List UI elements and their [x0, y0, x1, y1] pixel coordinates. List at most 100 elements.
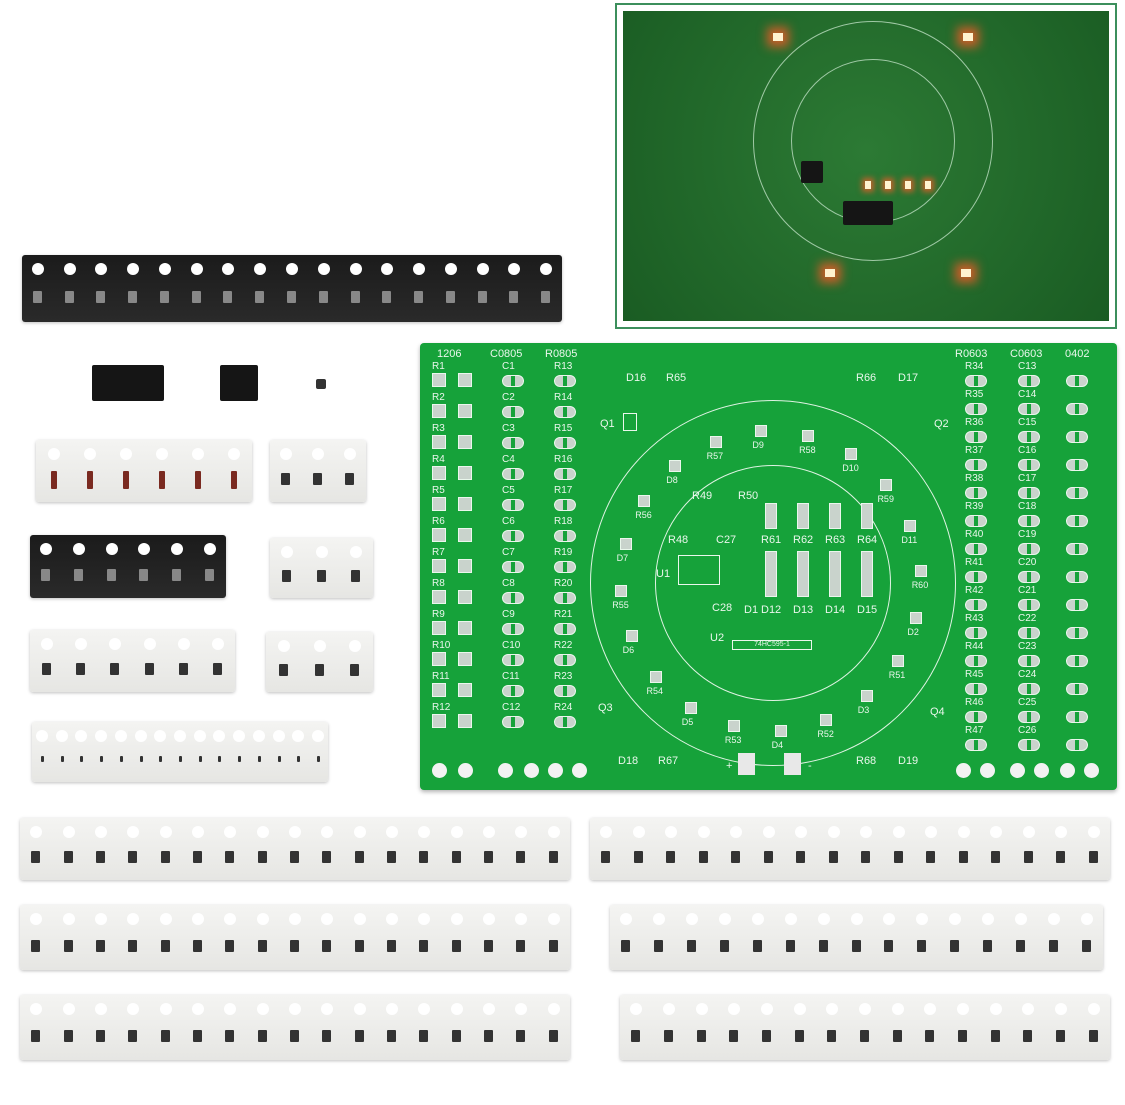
led-pad	[765, 551, 777, 597]
label-d18: D18	[618, 755, 639, 767]
sprocket-hole	[418, 826, 431, 838]
sprocket-hole	[289, 826, 301, 838]
sprocket-hole	[127, 826, 140, 838]
smd-part	[255, 290, 265, 303]
component-label: R21	[554, 609, 573, 620]
smd-part	[828, 851, 838, 863]
smd-part	[516, 1029, 526, 1042]
component-label: R8	[432, 578, 445, 589]
pad	[965, 375, 987, 387]
sprocket-hole	[353, 913, 366, 925]
component-label: C16	[1018, 445, 1037, 456]
sprocket-hole	[73, 543, 85, 555]
smd-part	[860, 1029, 869, 1042]
smd-part	[192, 1029, 202, 1042]
smd-part	[41, 568, 51, 581]
smd-part	[63, 1029, 73, 1042]
smd-part	[484, 1029, 494, 1042]
ring-label: R56	[635, 509, 652, 520]
ring-label: D8	[666, 474, 678, 485]
sprocket-hole	[143, 638, 156, 650]
resistor-pad	[829, 503, 841, 529]
label-d1: D1	[744, 604, 759, 616]
smd-part	[917, 939, 927, 952]
black-tape-strip	[30, 535, 226, 598]
sprocket-hole	[386, 913, 399, 925]
pad	[458, 714, 472, 728]
lit-led	[925, 181, 931, 189]
sprocket-hole	[105, 543, 118, 555]
label-r50: R50	[738, 490, 759, 502]
sprocket-hole	[1087, 1003, 1100, 1015]
smd-part	[419, 851, 429, 863]
pad	[502, 716, 524, 728]
label-d17: D17	[898, 372, 919, 384]
pad	[554, 530, 576, 542]
ring-pad	[625, 630, 638, 643]
sprocket-hole	[1080, 913, 1093, 925]
smd-part	[63, 851, 73, 863]
pad	[554, 561, 576, 573]
component-label: R14	[554, 392, 573, 403]
sprocket-hole	[957, 826, 970, 838]
component-label: R4	[432, 454, 445, 465]
pad	[1066, 515, 1088, 527]
component-label: R16	[554, 454, 573, 465]
pad	[965, 515, 987, 527]
smd-part	[160, 1029, 170, 1042]
sprocket-hole	[1014, 913, 1027, 925]
sprocket-hole	[547, 913, 560, 925]
sprocket-hole	[256, 826, 269, 838]
resistor-pad	[765, 503, 777, 529]
smd-part	[451, 939, 461, 952]
smd-part	[445, 290, 455, 303]
white-tape-strip	[270, 538, 373, 598]
sprocket-hole	[925, 826, 938, 838]
capacitor-part	[297, 756, 301, 762]
sprocket-hole	[95, 730, 108, 742]
smd-part	[31, 851, 41, 863]
sprocket-hole	[483, 826, 496, 838]
smd-part	[958, 1029, 967, 1042]
pad	[502, 499, 524, 511]
sprocket-hole	[30, 1003, 43, 1015]
component-label: R6	[432, 516, 445, 527]
label-r67: R67	[658, 755, 679, 767]
sprocket-hole	[154, 730, 167, 742]
led-label: D15	[857, 604, 878, 616]
ring-label: D6	[622, 645, 635, 656]
smd-part	[893, 851, 903, 863]
pad	[502, 437, 524, 449]
sprocket-hole	[75, 730, 88, 742]
ring-label: D4	[771, 739, 784, 750]
through-hole	[524, 763, 539, 778]
sprocket-hole	[344, 448, 356, 460]
ring-pad	[619, 537, 632, 550]
sprocket-hole	[990, 826, 1003, 838]
sprocket-hole	[695, 1003, 708, 1015]
smd-part	[322, 939, 332, 952]
sprocket-hole	[891, 1003, 904, 1015]
sprocket-hole	[134, 730, 147, 742]
pad	[432, 683, 446, 697]
pad	[1018, 487, 1040, 499]
smd-part	[31, 1029, 41, 1042]
smd-part	[654, 939, 664, 952]
component-label: C22	[1018, 613, 1037, 624]
smd-part	[419, 939, 429, 952]
smd-part	[350, 570, 360, 582]
sprocket-hole	[256, 1003, 269, 1015]
label-r65: R65	[666, 372, 687, 384]
component-label: R12	[432, 702, 451, 713]
pad	[554, 437, 576, 449]
u1-footprint	[678, 555, 720, 585]
through-hole	[458, 763, 473, 778]
component-label: C24	[1018, 669, 1037, 680]
component-label: R20	[554, 578, 573, 589]
smd-part	[382, 290, 392, 303]
pad	[1018, 459, 1040, 471]
smd-part	[516, 851, 526, 863]
sprocket-hole	[450, 1003, 463, 1015]
capacitor-part	[119, 756, 123, 762]
smd-part	[160, 939, 170, 952]
